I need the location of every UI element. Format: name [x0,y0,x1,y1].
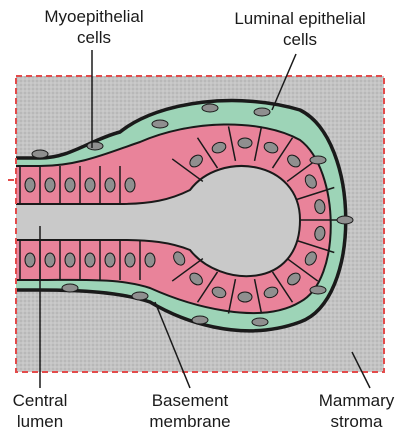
central-label-line-1: Central [0,390,80,411]
myoepithelial-nucleus [132,292,148,300]
stroma-label-line-1: Mammary [300,390,413,411]
myoepithelial-cells-label: Myoepithelial cells [14,6,174,48]
luminal-nucleus [25,253,35,267]
myoepithelial-nucleus [192,316,208,324]
myoepithelial-label-line-2: cells [14,27,174,48]
myoepithelial-nucleus [310,286,326,294]
myoepithelial-nucleus [252,318,268,326]
luminal-nucleus [125,178,135,192]
myoepithelial-nucleus [337,216,353,224]
luminal-nucleus [45,253,55,267]
luminal-nucleus [45,178,55,192]
luminal-nucleus [105,178,115,192]
central-lumen-label: Central lumen [0,390,80,432]
luminal-nucleus [125,253,135,267]
myoepithelial-nucleus [62,284,78,292]
basement-label-line-2: membrane [130,411,250,432]
luminal-nucleus [145,253,155,267]
luminal-epithelial-cells-label: Luminal epithelial cells [200,8,400,50]
luminal-nucleus [85,253,95,267]
luminal-nucleus [65,253,75,267]
myoepithelial-label-line-1: Myoepithelial [14,6,174,27]
myoepithelial-nucleus [32,150,48,158]
myoepithelial-nucleus [152,120,168,128]
luminal-label-line-1: Luminal epithelial [200,8,400,29]
luminal-nucleus [85,178,95,192]
luminal-label-line-2: cells [200,29,400,50]
luminal-nucleus [238,292,252,302]
mammary-stroma-label: Mammary stroma [300,390,413,432]
myoepithelial-nucleus [87,142,103,150]
basement-membrane-label: Basement membrane [130,390,250,432]
luminal-nucleus [25,178,35,192]
stroma-label-line-2: stroma [300,411,413,432]
myoepithelial-nucleus [202,104,218,112]
myoepithelial-nucleus [310,156,326,164]
luminal-nucleus [65,178,75,192]
myoepithelial-nucleus [254,108,270,116]
luminal-nucleus [105,253,115,267]
basement-label-line-1: Basement [130,390,250,411]
central-label-line-2: lumen [0,411,80,432]
luminal-nucleus [238,138,252,148]
